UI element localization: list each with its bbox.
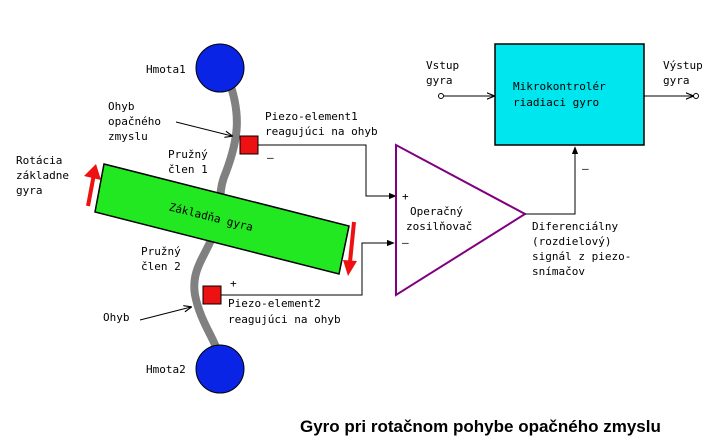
svg-text:Mikrokontrolér: Mikrokontrolér: [513, 80, 606, 93]
output-label: Výstup gyra: [663, 59, 703, 87]
differential-signal-label: Diferenciálny (rozdielový) signál z piez…: [532, 220, 631, 278]
svg-text:gyra: gyra: [426, 74, 453, 87]
mass-1: [195, 43, 245, 93]
svg-text:Pružný: Pružný: [141, 245, 181, 258]
svg-text:Piezo-element2: Piezo-element2: [228, 297, 321, 310]
piezo-1-label: Piezo-element1 reagujúci na ohyb: [265, 110, 378, 138]
piezo-2-label: Piezo-element2 reagujúci na ohyb: [228, 297, 341, 326]
svg-text:Piezo-element1: Piezo-element1: [265, 110, 358, 123]
rotation-arrow-up: [84, 164, 101, 207]
bend-leader: [139, 307, 191, 321]
mass-2: [195, 344, 245, 394]
svg-text:Výstup: Výstup: [663, 59, 703, 72]
piezo-1-sign: –: [267, 151, 274, 164]
bend-opposite-label: Ohyb opačného zmyslu: [108, 100, 161, 143]
svg-text:signál z piezo-: signál z piezo-: [532, 250, 631, 263]
svg-text:Ohyb: Ohyb: [108, 100, 135, 113]
svg-text:zosilňovač: zosilňovač: [406, 220, 472, 233]
gyro-input: [438, 94, 495, 99]
amp-plus-sign: +: [402, 190, 409, 203]
svg-text:reagujúci na ohyb: reagujúci na ohyb: [228, 313, 341, 326]
mass-2-label: Hmota2: [146, 363, 186, 376]
piezo-element-1: [239, 135, 259, 155]
mass-1-label: Hmota1: [146, 63, 186, 76]
svg-text:člen 2: člen 2: [141, 260, 181, 273]
wire-amp-output: [525, 146, 579, 215]
spring-member-2: [190, 224, 222, 356]
svg-text:Rotácia: Rotácia: [16, 154, 62, 167]
rotation-label: Rotácia základne gyra: [16, 154, 69, 197]
op-amp-label: Operačný zosilňovač: [406, 205, 472, 233]
svg-text:snímačov: snímačov: [532, 265, 585, 278]
bend-opposite-leader: [175, 121, 232, 136]
spring-2-label: Pružný člen 2: [141, 245, 181, 273]
svg-text:člen 1: člen 1: [168, 163, 208, 176]
piezo-2-sign: +: [230, 277, 237, 290]
wire-piezo1: [258, 144, 397, 200]
svg-text:gyra: gyra: [663, 74, 690, 87]
gyro-output: [644, 94, 699, 99]
op-amp: [395, 143, 527, 297]
svg-text:základne: základne: [16, 169, 69, 182]
piezo-element-2: [202, 285, 222, 305]
bend-label: Ohyb: [103, 311, 130, 324]
microcontroller: [494, 43, 645, 146]
svg-text:Diferenciálny: Diferenciálny: [532, 220, 618, 233]
svg-text:(rozdielový): (rozdielový): [532, 235, 611, 248]
mcu-minus-sign: –: [582, 162, 589, 175]
input-label: Vstup gyra: [426, 59, 459, 87]
svg-text:riadiaci gyro: riadiaci gyro: [513, 96, 599, 109]
microcontroller-label: Mikrokontrolér riadiaci gyro: [513, 80, 606, 109]
spring-1-label: Pružný člen 1: [168, 148, 208, 176]
amp-minus-sign: –: [402, 236, 409, 249]
diagram-title: Gyro pri rotačnom pohybe opačného zmyslu: [300, 417, 661, 436]
svg-text:zmyslu: zmyslu: [108, 130, 148, 143]
wire-piezo2: [221, 239, 395, 296]
svg-text:Vstup: Vstup: [426, 59, 459, 72]
gyro-base-block: [94, 163, 350, 275]
svg-text:Pružný: Pružný: [168, 148, 208, 161]
svg-text:gyra: gyra: [16, 184, 43, 197]
svg-text:reagujúci na ohyb: reagujúci na ohyb: [265, 125, 378, 138]
svg-text:Operačný: Operačný: [410, 205, 463, 218]
rotation-arrow-down: [343, 221, 357, 276]
svg-text:opačného: opačného: [108, 115, 161, 128]
